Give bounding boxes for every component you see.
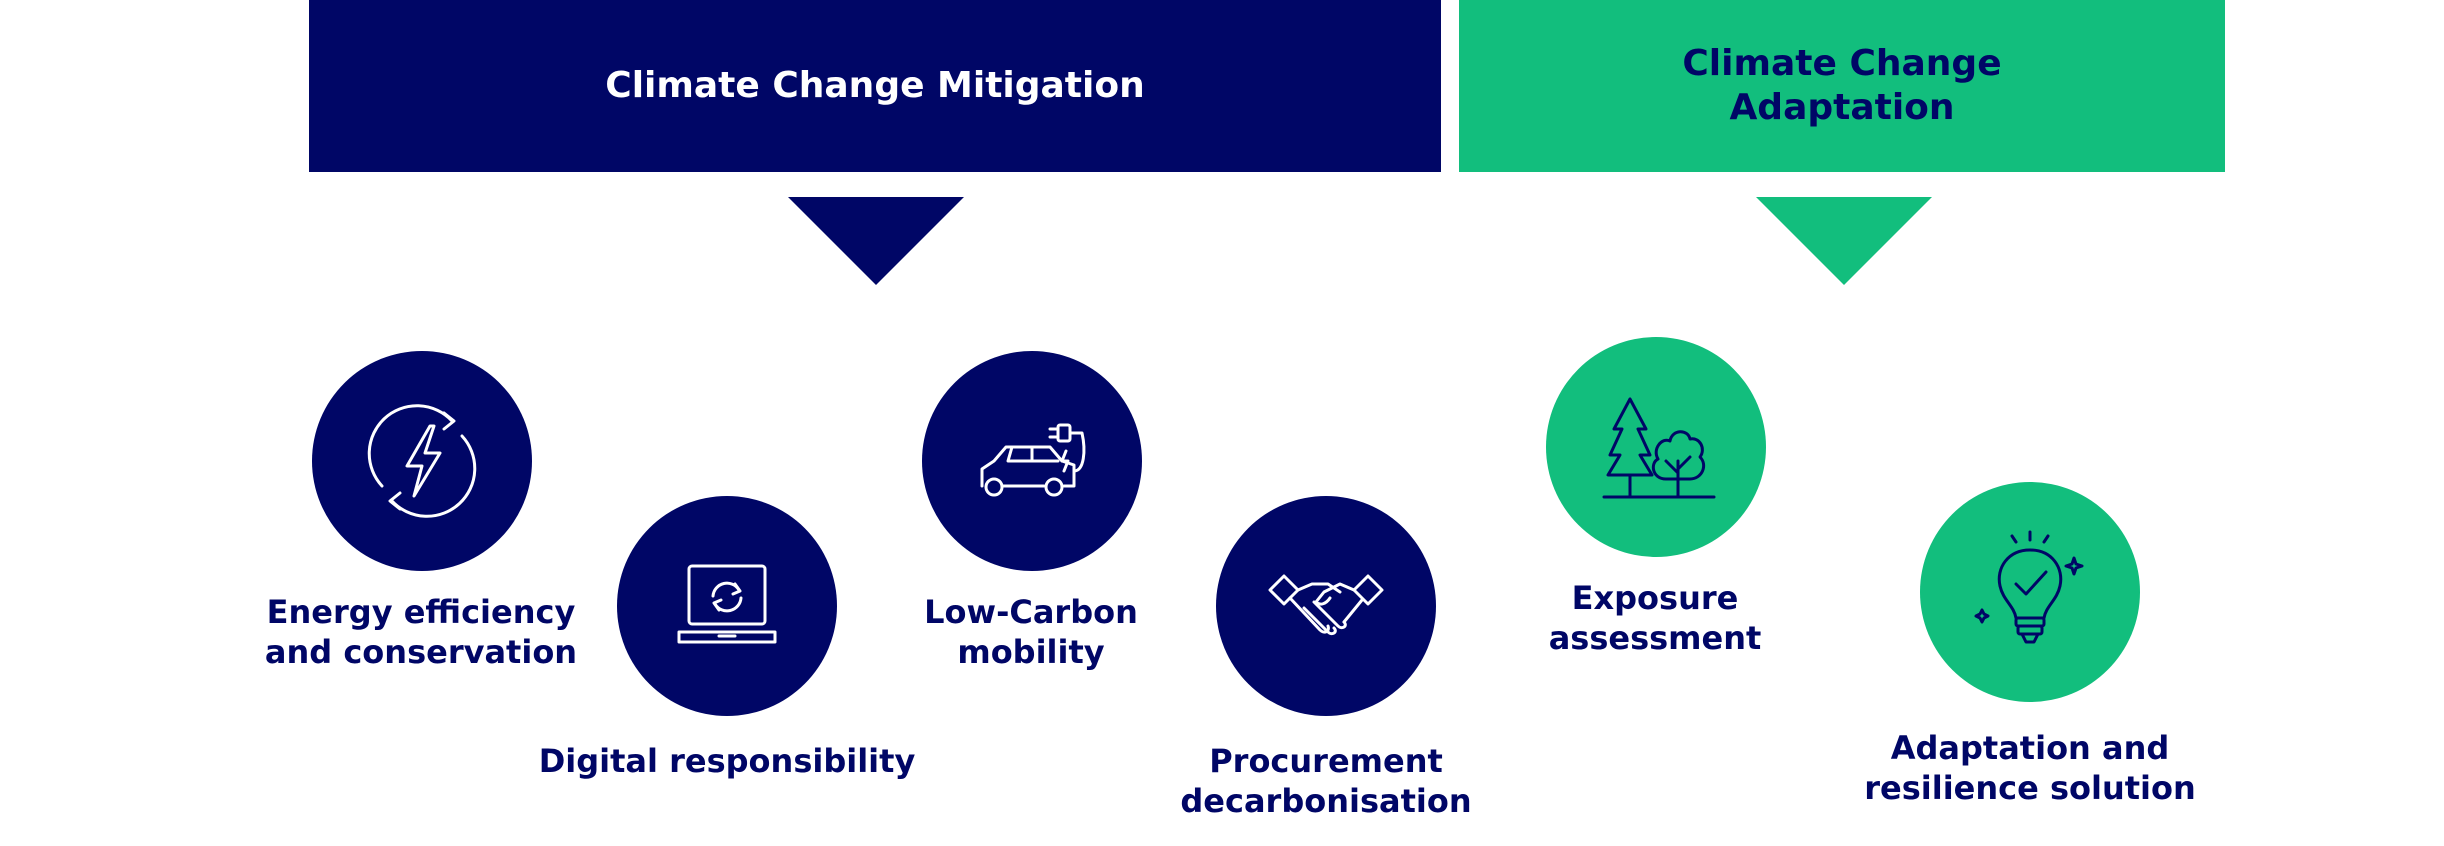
adaptation-resilience-node — [1920, 482, 2140, 702]
adaptation-title-line2: Adaptation — [1729, 87, 1955, 128]
procurement-decarbonisation-label: Procurement decarbonisation — [1180, 742, 1472, 820]
energy-efficiency-label: Energy efficiency and conservation — [264, 593, 578, 671]
digital-responsibility-node — [617, 496, 837, 716]
adaptation-title-line1: Climate Change — [1682, 43, 2002, 84]
mitigation-down-arrow — [788, 197, 964, 285]
energy-cycle-icon — [367, 404, 477, 518]
mitigation-title: Climate Change Mitigation — [605, 65, 1145, 106]
exposure-assessment-label: Exposure assessment — [1548, 579, 1762, 657]
handshake-icon — [1268, 574, 1384, 636]
adaptation-title: Climate Change Adaptation — [1682, 42, 2001, 130]
procurement-decarbonisation-node — [1216, 496, 1436, 716]
low-carbon-mobility-node — [922, 351, 1142, 571]
adaptation-resilience-label: Adaptation and resilience solution — [1864, 729, 2196, 807]
electric-car-icon — [980, 423, 1086, 497]
adaptation-down-arrow — [1756, 197, 1932, 285]
lightbulb-check-icon — [1974, 530, 2084, 644]
digital-responsibility-label: Digital responsibility — [538, 742, 916, 780]
adaptation-banner: Climate Change Adaptation — [1459, 0, 2225, 172]
energy-efficiency-node — [312, 351, 532, 571]
trees-icon — [1602, 397, 1716, 499]
mitigation-banner: Climate Change Mitigation — [309, 0, 1441, 172]
laptop-sync-icon — [677, 564, 777, 644]
low-carbon-mobility-label: Low-Carbon mobility — [924, 593, 1138, 671]
exposure-assessment-node — [1546, 337, 1766, 557]
